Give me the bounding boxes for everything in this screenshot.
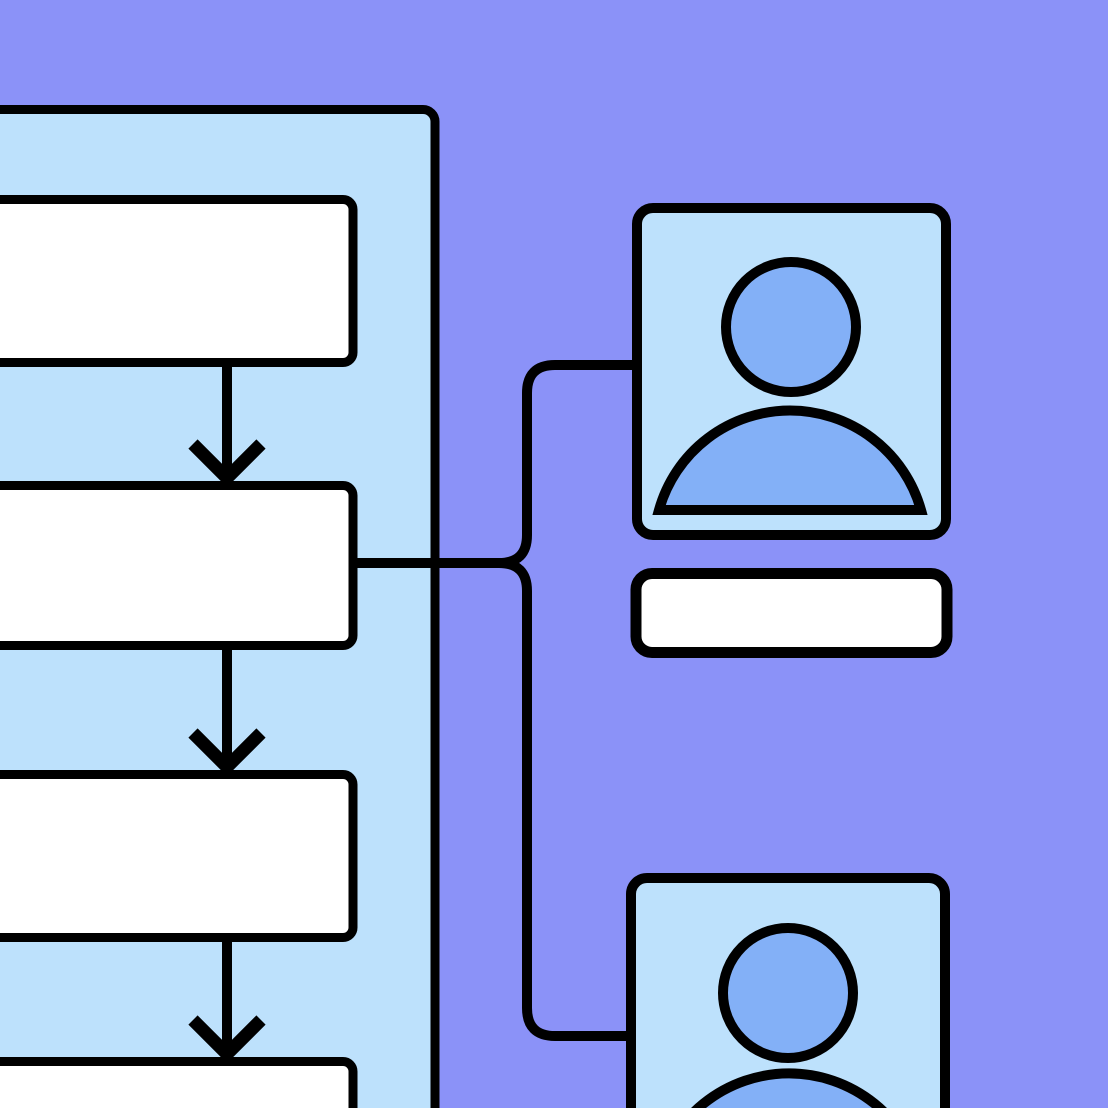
flowchart-step-1 bbox=[0, 195, 358, 367]
arrow-down-icon bbox=[188, 728, 266, 777]
flowchart-step-2 bbox=[0, 481, 358, 650]
flow-arrow-1 bbox=[188, 367, 266, 488]
person-icon bbox=[691, 923, 887, 1108]
connector-to-card-2 bbox=[353, 558, 640, 1041]
person-head bbox=[721, 257, 861, 397]
flowchart-step-3 bbox=[0, 770, 358, 942]
name-placeholder bbox=[630, 568, 953, 658]
person-icon bbox=[652, 257, 928, 515]
flow-arrow-2 bbox=[188, 650, 266, 777]
flow-arrow-3 bbox=[188, 942, 266, 1064]
flowchart-step-4 bbox=[0, 1057, 358, 1108]
arrow-down-icon bbox=[188, 439, 266, 488]
profile-card-2 bbox=[626, 873, 950, 1108]
person-shoulders bbox=[652, 405, 928, 515]
profile-card-1 bbox=[632, 203, 951, 540]
flowchart-steps bbox=[0, 195, 358, 1108]
person-head bbox=[718, 923, 858, 1063]
person-shoulders bbox=[691, 1068, 887, 1108]
arrow-down-icon bbox=[188, 1015, 266, 1064]
